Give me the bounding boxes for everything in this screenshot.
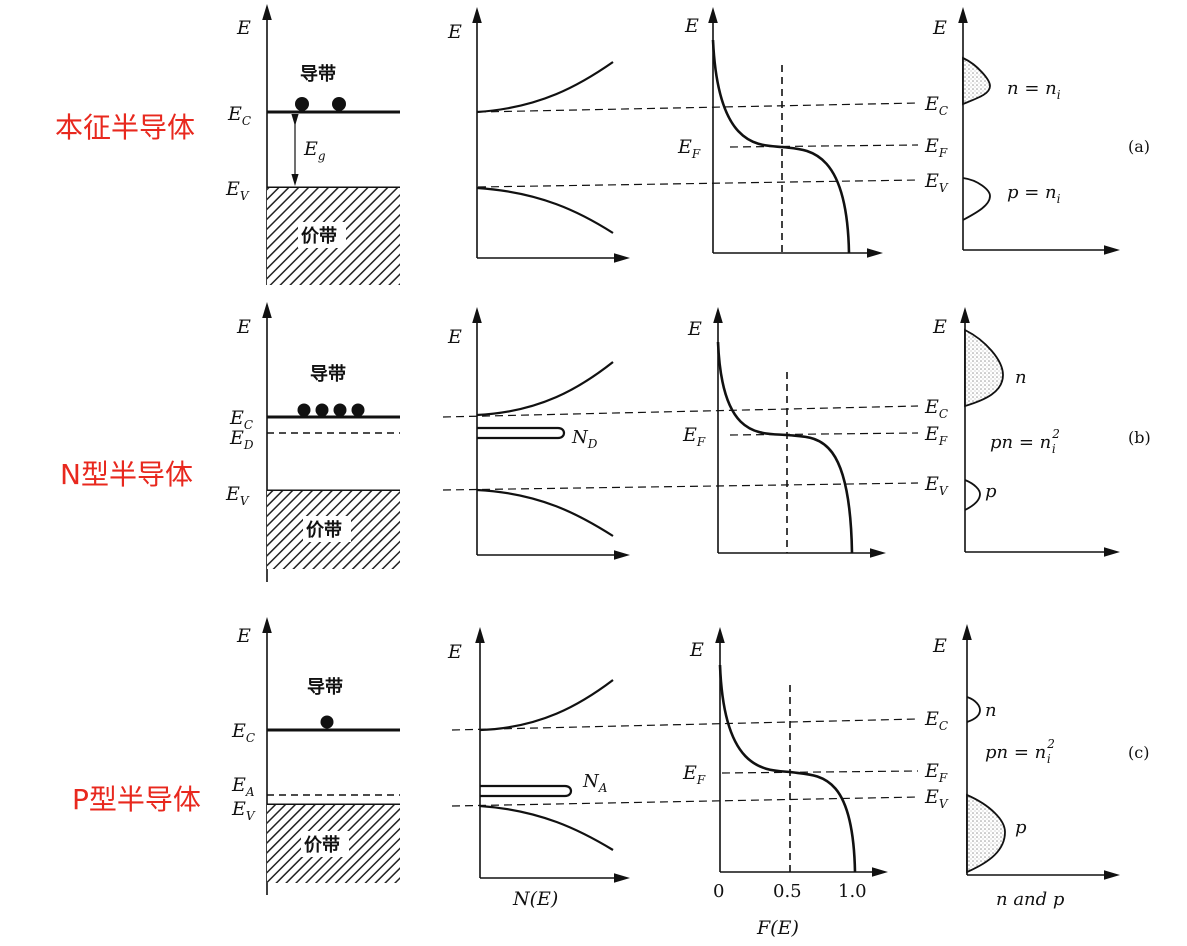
row-a-ec-right-label: EC xyxy=(924,93,948,118)
row-c-fermi-axis-label: E xyxy=(689,639,704,661)
row-c-ec-right-label: EC xyxy=(924,708,948,733)
row-a-fermi-axis-label: E xyxy=(684,15,699,37)
row-c-carrier-axis-label: E xyxy=(932,635,947,657)
electron-dot xyxy=(320,715,334,729)
row-b xyxy=(262,302,1120,582)
row-a-tag: (a) xyxy=(1128,137,1150,156)
fermi-tick-0: 0 xyxy=(713,881,724,902)
row-c-ef-left-label: EF xyxy=(682,762,706,787)
row-a-conduction-band-label: 导带 xyxy=(300,64,336,85)
carrier-axis-title: n and p xyxy=(996,889,1065,910)
row-c-ef-right-label: EF xyxy=(924,760,948,785)
row-a-p-label: p = ni xyxy=(1007,182,1061,206)
row-c-title: P型半导体 xyxy=(72,783,201,816)
row-a-valence-band-label: 价带 xyxy=(301,226,337,247)
row-c-p-label: p xyxy=(1015,817,1027,838)
row-c-band-axis-label: E xyxy=(236,625,251,647)
dos-axis-title: N(E) xyxy=(512,888,558,910)
row-c-ev-label: EV xyxy=(231,798,256,823)
row-c-carrier-panel xyxy=(962,624,1120,880)
electron-dot xyxy=(295,97,309,111)
row-c-fermi-panel xyxy=(715,627,888,877)
row-a-gap-label: Eg xyxy=(303,138,326,163)
electron-dot xyxy=(315,403,329,417)
row-b-fermi-panel xyxy=(713,307,886,558)
row-b-n-label: n xyxy=(1015,367,1027,388)
row-b-carrier-panel xyxy=(960,307,1120,557)
row-b-nd-label: ND xyxy=(571,427,598,451)
row-b-tag: (b) xyxy=(1128,428,1151,447)
fermi-tick-1.0: 1.0 xyxy=(838,881,867,902)
electron-dot xyxy=(351,403,365,417)
row-a-band-axis-label: E xyxy=(236,17,251,39)
row-c-valence-band-label: 价带 xyxy=(304,835,340,856)
row-a-ef-right-label: EF xyxy=(924,135,948,160)
electron-dot xyxy=(332,97,346,111)
row-b-ec-label: EC xyxy=(229,407,253,432)
row-a-ev-label: EV xyxy=(225,178,250,203)
electron-dot xyxy=(333,403,347,417)
row-c-ea-label: EA xyxy=(231,774,255,799)
row-b-band-panel xyxy=(262,302,400,582)
row-b-conduction-band-label: 导带 xyxy=(310,364,346,385)
row-b-valence-band-label: 价带 xyxy=(306,520,342,541)
row-b-ev-right-label: EV xyxy=(924,473,949,498)
fermi-axis-title: F(E) xyxy=(756,917,799,939)
row-a-dos-panel xyxy=(472,7,630,263)
row-c-tag: (c) xyxy=(1128,743,1149,762)
row-c-dos-axis-label: E xyxy=(447,641,462,663)
row-c-ev-right-label: EV xyxy=(924,786,949,811)
row-b-ef-left-label: EF xyxy=(682,424,706,449)
row-a-ef-left-label: EF xyxy=(677,136,701,161)
row-b-band-axis-label: E xyxy=(236,316,251,338)
row-a-n-label: n = ni xyxy=(1007,78,1061,102)
row-b-title: N型半导体 xyxy=(60,458,193,491)
row-b-fermi-axis-label: E xyxy=(687,318,702,340)
row-c-n-label: n xyxy=(985,700,997,721)
row-b-ev-label: EV xyxy=(225,483,250,508)
row-b-ed-label: ED xyxy=(229,427,254,452)
fermi-tick-0.5: 0.5 xyxy=(773,881,802,902)
row-a-fermi-panel xyxy=(708,7,883,258)
row-b-dos-panel xyxy=(472,307,630,560)
row-b-carrier-axis-label: E xyxy=(932,316,947,338)
row-a-title: 本征半导体 xyxy=(55,111,195,144)
row-b-ec-right-label: EC xyxy=(924,396,948,421)
row-a-carrier-panel xyxy=(958,7,1120,255)
row-a-ec-label: EC xyxy=(227,103,251,128)
row-a-ev-right-label: EV xyxy=(924,170,949,195)
row-b-dos-axis-label: E xyxy=(447,326,462,348)
electron-dot xyxy=(297,403,311,417)
row-c-dos-panel xyxy=(475,627,630,883)
row-a-dos-axis-label: E xyxy=(447,21,462,43)
row-b-ef-right-label: EF xyxy=(924,423,948,448)
row-a-carrier-axis-label: E xyxy=(932,17,947,39)
row-c-conduction-band-label: 导带 xyxy=(307,677,343,698)
row-b-p-label: p xyxy=(985,481,997,502)
row-c-ec-label: EC xyxy=(231,720,255,745)
row-c-na-label: NA xyxy=(582,771,608,795)
